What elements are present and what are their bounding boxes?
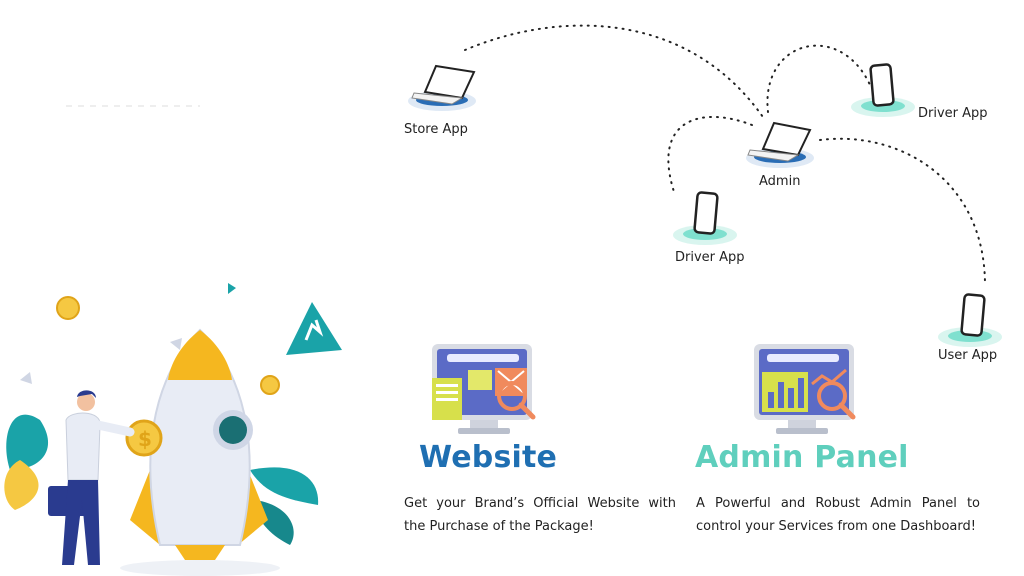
rocket-illustration: $ bbox=[4, 105, 342, 576]
driver-app-top-phone-icon bbox=[851, 63, 915, 117]
connector-admin-user bbox=[819, 137, 986, 286]
website-title: Website bbox=[419, 440, 558, 475]
user-app-phone-icon bbox=[938, 293, 1002, 347]
driver-app-top-label: Driver App bbox=[918, 106, 988, 121]
admin-panel-title: Admin Panel bbox=[695, 440, 909, 475]
driver-app-left-phone-icon bbox=[673, 191, 737, 245]
admin-panel-description: A Powerful and Robust Admin Panel to con… bbox=[696, 496, 980, 534]
driver-app-left-label: Driver App bbox=[675, 250, 745, 265]
admin-dashboard-monitor-icon bbox=[754, 344, 856, 434]
store-app-laptop-icon bbox=[408, 64, 476, 111]
connector-admin-driver-left bbox=[667, 116, 753, 196]
website-description: Get your Brand’s Official Website with t… bbox=[404, 496, 676, 534]
admin-laptop-icon bbox=[746, 121, 814, 168]
connector-admin-driver-top bbox=[766, 44, 871, 113]
store-app-label: Store App bbox=[404, 122, 468, 137]
connector-store-admin bbox=[464, 24, 766, 121]
svg-text:$: $ bbox=[138, 427, 152, 451]
admin-label: Admin bbox=[759, 174, 801, 189]
user-app-label: User App bbox=[938, 348, 998, 363]
website-monitor-icon bbox=[432, 344, 536, 434]
